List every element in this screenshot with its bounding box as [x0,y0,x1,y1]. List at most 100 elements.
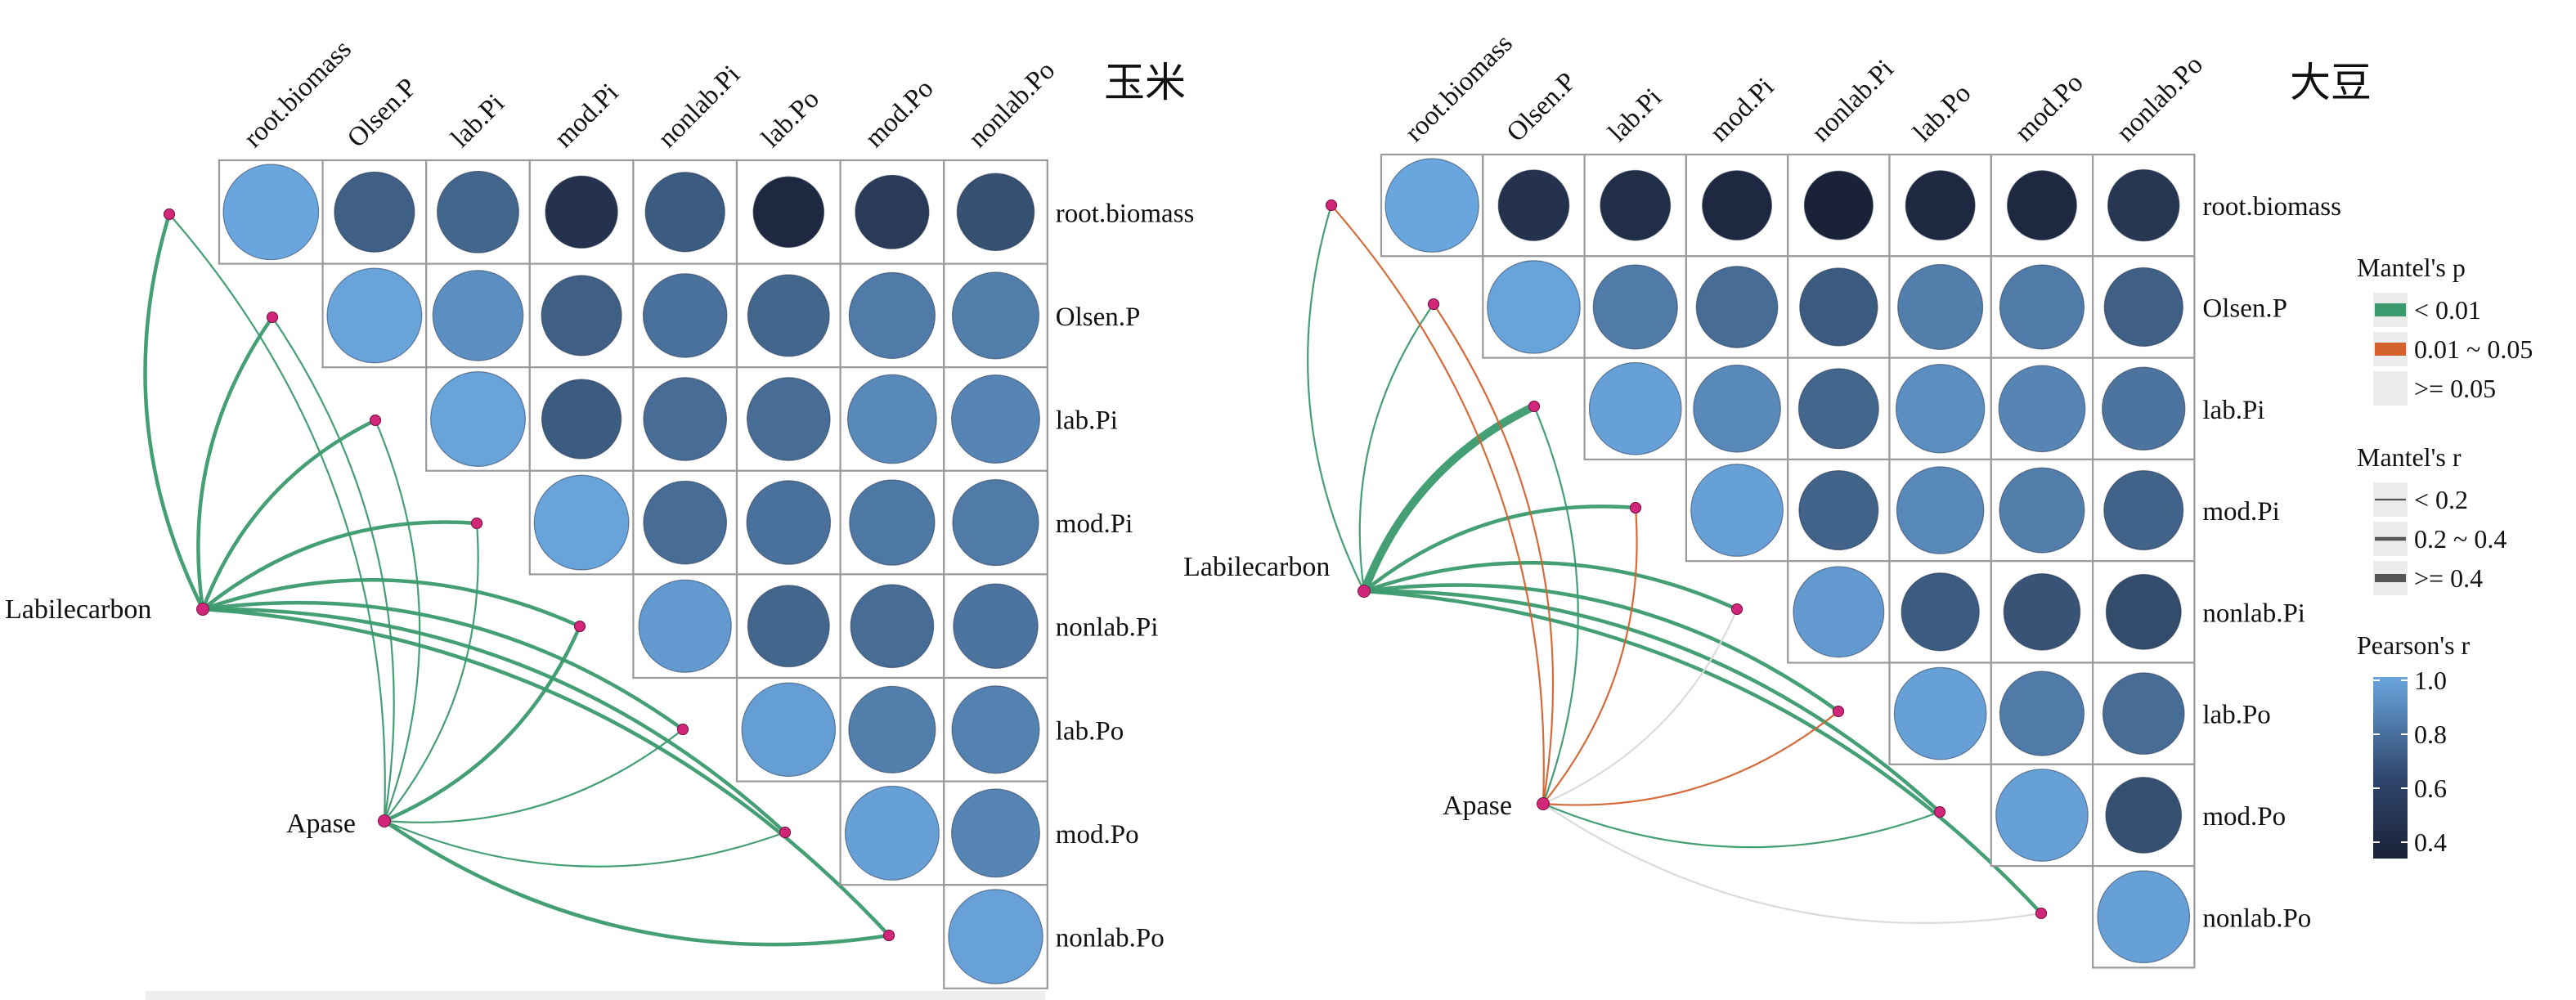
correlation-circle [2102,366,2186,451]
variable-node [471,518,482,529]
colorbar-tick-label: 0.6 [2414,774,2447,803]
correlation-circle [951,788,1040,878]
mantel-link [202,578,581,629]
variable-node [1731,603,1743,615]
source-node [378,814,391,827]
row-label: root.biomass [1056,199,1195,228]
variable-node [1326,200,1337,211]
column-label: lab.Po [1908,78,1977,147]
legend-label: >= 0.05 [2414,374,2496,403]
maize-mantel-links [143,213,891,947]
correlation-circle [643,480,728,565]
colorbar-tick-label: 0.8 [2414,720,2447,749]
correlation-circle [1998,365,2086,453]
row-label: Olsen.P [1056,303,1141,332]
correlation-circle [953,583,1039,669]
correlation-circle [1999,467,2085,554]
correlation-circle [541,379,622,460]
correlation-circle [1895,364,1986,454]
mantel-link [168,213,386,822]
column-label: mod.Pi [549,78,624,153]
correlation-circle [746,480,832,565]
mantel-r-legend-title: Mantel's r [2357,442,2462,472]
source-label: Labilecarbon [5,594,151,625]
correlation-circle [1690,464,1784,557]
legend-label: < 0.01 [2414,295,2481,325]
correlation-circle [2103,267,2183,348]
legend-label: < 0.2 [2414,485,2468,514]
mantel-link [1542,507,1638,805]
column-label: nonlab.Pi [653,60,746,153]
variable-node [574,621,586,632]
variable-node [1833,706,1844,717]
correlation-circle [1905,170,1976,241]
correlation-circle [752,176,825,249]
correlation-circle [1999,264,2085,350]
mantel-link [200,418,376,610]
legend-label: >= 0.4 [2414,563,2483,593]
correlation-circle [334,171,415,253]
column-label: nonlab.Pi [1806,54,1900,147]
correlation-circle [850,584,935,669]
correlation-circle [1995,769,2089,862]
correlation-circle [952,478,1039,567]
correlation-circle [1799,267,1878,347]
source-node [1537,797,1550,810]
mantel-link [1533,406,1579,805]
variable-node [779,827,791,838]
row-label: lab.Po [1056,716,1124,746]
mantel-link [1363,589,2043,915]
correlation-circle [2006,170,2077,241]
correlation-circle [2003,573,2081,651]
variable-node [677,724,689,735]
row-label: nonlab.Po [2202,904,2311,933]
column-label: root.biomass [1399,29,1518,147]
mantel-link [384,522,479,822]
correlation-circle [533,474,630,571]
column-label: mod.Po [859,74,939,153]
column-label: lab.Po [756,84,825,153]
mantel-link [384,729,684,823]
variable-node [267,312,278,323]
correlation-circle [844,785,940,881]
maize-correlation-grid [218,159,1048,989]
column-label: lab.Pi [1603,83,1667,147]
correlation-circle [1702,170,1773,241]
correlation-circle [951,374,1040,464]
mantel-link [1360,402,1537,593]
correlation-circle [1600,169,1672,241]
correlation-circle [642,273,728,358]
source-label: Apase [1443,791,1512,821]
mantel-link [202,607,787,834]
correlation-circle [1793,566,1885,658]
pearson-legend-title: Pearson's r [2357,630,2471,660]
row-label: root.biomass [2202,192,2341,222]
variable-node [1630,502,1641,513]
source-label: Labilecarbon [1183,552,1330,582]
legend: Mantel's p < 0.010.01 ~ 0.05>= 0.05 Mant… [2357,253,2533,859]
mantel-p-legend: < 0.01 0.01 ~ 0.05 >= 0.05 [2373,293,2533,406]
correlation-circle [638,579,732,673]
correlation-circle [1693,364,1781,453]
soybean-panel-title: 大豆 [2290,59,2372,106]
correlation-circle [948,889,1043,984]
mantel-link [383,819,890,947]
correlation-circle [848,271,936,360]
mantel-link [272,316,395,822]
column-label: nonlab.Po [2111,50,2208,147]
mantel-link [374,419,421,822]
correlation-circle [746,377,831,461]
mantel-link [1362,504,1636,593]
pearson-colorbar-ticks: 1.00.80.60.4 [2373,666,2447,857]
correlation-circle [1592,264,1678,350]
row-label: lab.Po [2202,701,2270,730]
mantel-link [1363,560,1738,612]
legend-label: 0.01 ~ 0.05 [2414,334,2533,364]
correlation-circle [432,270,524,361]
mantel-link [1542,803,2042,924]
row-label: lab.Pi [1056,406,1118,436]
correlation-circle [222,164,320,261]
correlation-circle [1999,670,2085,756]
